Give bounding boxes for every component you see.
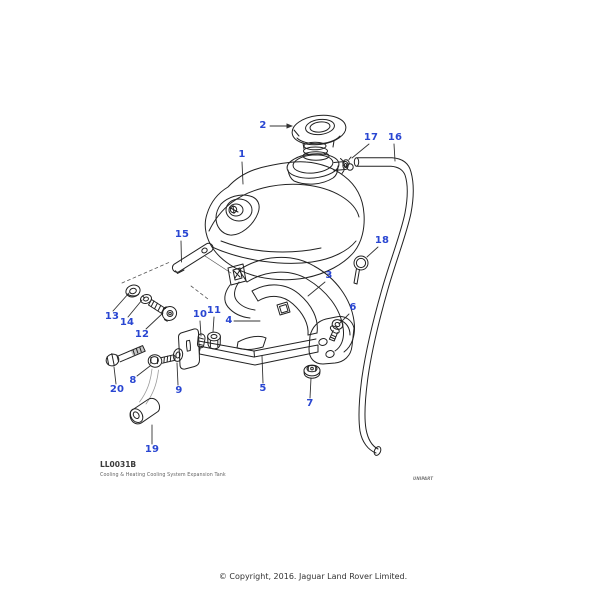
strap-15 — [171, 242, 214, 274]
callout-5: 5 — [259, 383, 267, 394]
vent-bolt — [229, 205, 239, 214]
washer-9 — [172, 348, 184, 362]
callout-4: 4 — [225, 315, 233, 326]
washer-13 — [125, 284, 141, 298]
callout-16: 16 — [387, 132, 403, 143]
filler-cap — [291, 114, 347, 150]
assembly-curves — [139, 368, 159, 405]
arrowhead — [286, 123, 293, 129]
callout-14: 14 — [119, 317, 135, 328]
diagram-code: LL0031B — [100, 460, 137, 469]
bolt-8 — [147, 354, 176, 368]
mounting-plate — [308, 316, 355, 365]
callout-18: 18 — [374, 235, 390, 246]
bush-11 — [207, 331, 221, 350]
callout-3: 3 — [325, 270, 333, 281]
construction-lines — [121, 261, 209, 300]
bolt-20 — [105, 345, 146, 367]
retaining-clip — [353, 255, 369, 285]
callout-15: 15 — [174, 229, 190, 240]
callout-9: 9 — [175, 385, 183, 396]
copyright-text: © Copyright, 2016. Jaguar Land Rover Lim… — [218, 572, 408, 581]
callout-1: 1 — [238, 149, 246, 160]
expansion-tank — [204, 161, 365, 281]
callout-10: 10 — [192, 309, 208, 320]
callout-13: 13 — [104, 311, 120, 322]
callout-20: 20 — [109, 384, 125, 395]
cradle-tab — [227, 263, 247, 286]
callout-8: 8 — [129, 375, 137, 386]
nut-7 — [303, 364, 321, 379]
callout-7: 7 — [306, 398, 314, 409]
liner-strap — [236, 284, 318, 350]
callout-17: 17 — [363, 132, 379, 143]
clip-nut-10 — [196, 333, 206, 352]
lock-washer-14 — [140, 293, 152, 305]
bolt-6 — [328, 319, 344, 342]
support-bracket — [178, 328, 319, 370]
bolt-12 — [148, 299, 178, 322]
callout-19: 19 — [144, 444, 160, 455]
callout-11: 11 — [206, 305, 222, 316]
strap-buckle — [276, 301, 291, 316]
overflow-hose — [353, 157, 414, 456]
hose-clamp — [340, 156, 354, 174]
strap-attach-line — [204, 255, 232, 274]
callout-12: 12 — [134, 329, 150, 340]
diagram-caption: Cooling & Heating Cooling System Expansi… — [100, 473, 226, 478]
brand-mark: UNIPART — [413, 476, 434, 481]
callout-6: 6 — [349, 302, 357, 313]
callout-2: 2 — [259, 120, 267, 131]
leader-lines — [112, 123, 396, 445]
spacer-19 — [129, 397, 161, 425]
